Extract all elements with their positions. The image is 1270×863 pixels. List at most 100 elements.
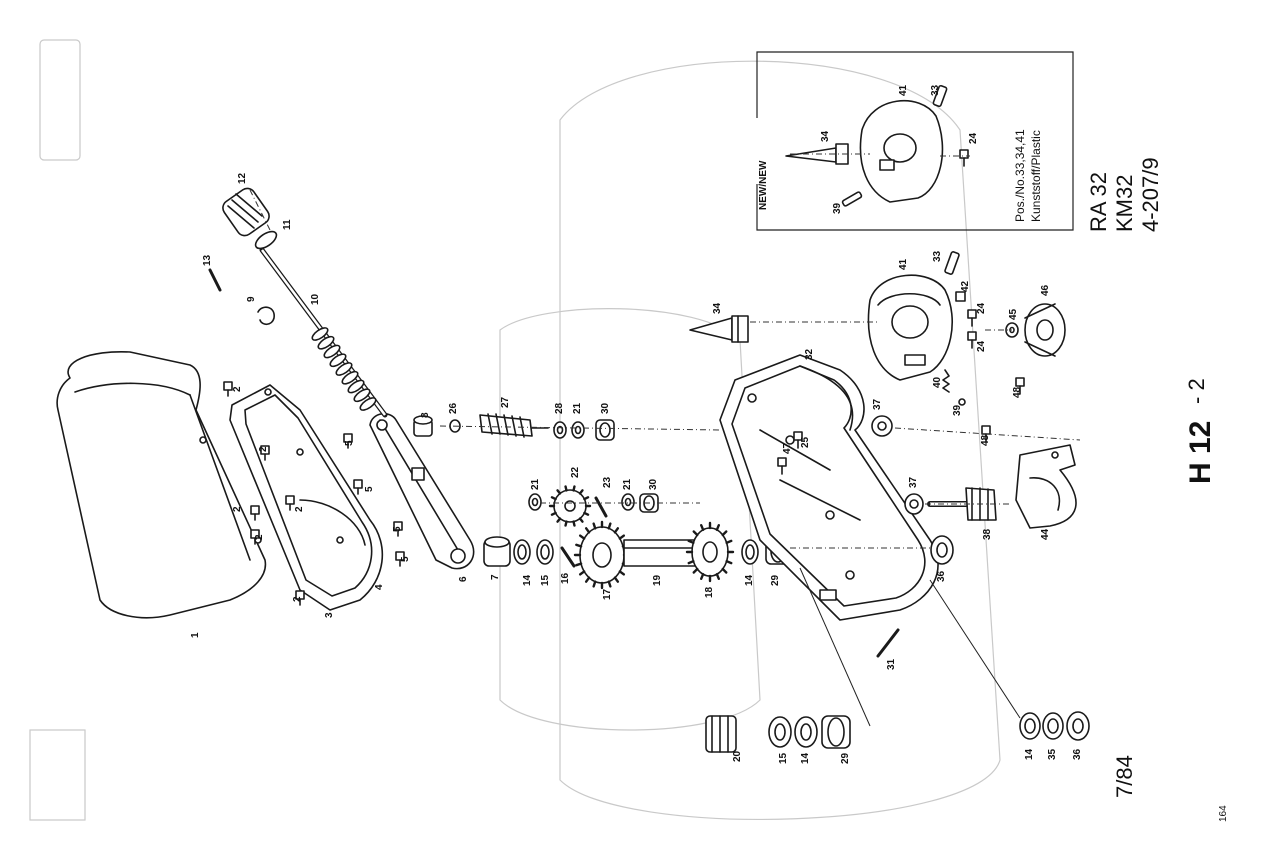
- gear-tooth: [583, 496, 590, 501]
- show-through-background: [29, 39, 1001, 821]
- inset-part-33-pin: [932, 84, 948, 108]
- part-18-gear: [685, 521, 735, 583]
- part-36-bearing-lower: [1066, 711, 1090, 741]
- part-33-pin: [944, 251, 960, 275]
- part-label-48: 48: [1012, 386, 1023, 398]
- part-label-45: 45: [1008, 308, 1019, 320]
- gear-tooth: [699, 572, 705, 580]
- part-36-bearing: [930, 535, 954, 565]
- part-label-27: 27: [500, 396, 511, 408]
- part-44-bracket: [1015, 444, 1077, 529]
- part-label-2: 2: [258, 446, 269, 452]
- gear-tooth: [715, 572, 721, 580]
- gear-tooth: [613, 527, 620, 534]
- part-label-2: 2: [254, 534, 265, 540]
- part-label-14: 14: [522, 574, 533, 586]
- part-41-ring-housing: [867, 274, 953, 381]
- part-label-29: 29: [840, 752, 851, 764]
- part-label-33: 33: [930, 84, 941, 96]
- part-label-26: 26: [448, 402, 459, 414]
- part-label-33: 33: [932, 250, 943, 262]
- part-label-15: 15: [778, 752, 789, 764]
- gear-tooth: [584, 527, 591, 534]
- gear-tooth: [550, 496, 557, 501]
- model-line-3: 4-207/9: [1138, 157, 1163, 232]
- part-label-9: 9: [246, 296, 257, 302]
- gear-tooth: [687, 539, 695, 545]
- part-label-11: 11: [282, 219, 293, 230]
- part-42-spacer: [955, 291, 966, 302]
- worm-thread: [311, 327, 329, 341]
- part-label-36: 36: [936, 570, 947, 582]
- worm-thread: [335, 362, 353, 376]
- part-30-bushing-upper: [595, 419, 615, 441]
- inset-new-version: [752, 51, 1074, 231]
- part-label-14: 14: [744, 574, 755, 586]
- part-label-29: 29: [770, 574, 781, 586]
- gear-tooth: [564, 485, 568, 492]
- sheet-code-sub: - 2: [1184, 378, 1209, 404]
- gear-tooth: [692, 530, 699, 537]
- gear-tooth: [556, 489, 562, 495]
- part-34-blade: [689, 315, 749, 343]
- part-label-38: 38: [982, 528, 993, 540]
- gear-tooth: [725, 539, 733, 545]
- gear-tooth: [550, 511, 557, 516]
- part-21-washer-middle-b: [621, 493, 635, 511]
- date-stamp: 7/84: [1112, 755, 1137, 798]
- part-5-screws: [343, 433, 405, 567]
- worm-thread: [323, 344, 341, 359]
- gear-tooth: [592, 522, 597, 530]
- gear-tooth: [564, 520, 568, 527]
- part-label-19: 19: [652, 574, 663, 586]
- part-14-ring-b: [741, 539, 759, 565]
- part-label-35: 35: [1047, 748, 1058, 760]
- part-label-37: 37: [872, 398, 883, 410]
- part-label-14: 14: [1024, 748, 1035, 760]
- part-label-37: 37: [908, 476, 919, 488]
- part-label-13: 13: [202, 254, 213, 266]
- part-label-36: 36: [1072, 748, 1083, 760]
- part-label-2: 2: [232, 386, 243, 392]
- part-label-10: 10: [310, 293, 321, 305]
- part-label-30: 30: [600, 402, 611, 414]
- part-15-ring-lower: [768, 716, 792, 748]
- model-block: RA 32 KM32 4-207/9: [1086, 157, 1163, 232]
- model-line-1: RA 32: [1086, 172, 1111, 232]
- part-label-5: 5: [344, 440, 355, 446]
- part-label-32: 32: [804, 348, 815, 360]
- gear-tooth: [721, 567, 728, 574]
- part-label-24: 24: [976, 340, 987, 352]
- gear-tooth: [578, 534, 586, 540]
- page-number: 164: [1218, 805, 1229, 822]
- part-label-22: 22: [570, 466, 581, 478]
- gear-tooth: [721, 530, 728, 537]
- part-label-5: 5: [364, 486, 375, 492]
- part-label-3: 3: [324, 612, 335, 618]
- part-12-pinion: [222, 187, 270, 237]
- part-label-2: 2: [294, 506, 305, 512]
- part-label-46: 46: [1040, 284, 1051, 296]
- part-label-7: 7: [490, 574, 501, 580]
- gear-tooth: [613, 576, 620, 583]
- part-45-washer: [1005, 322, 1019, 338]
- part-label-2: 2: [292, 596, 303, 602]
- worm-thread: [359, 397, 377, 411]
- part-28-washer: [553, 421, 567, 439]
- inset-note-line1: Pos./No.33,34,41: [1013, 129, 1027, 222]
- part-label-12: 12: [237, 172, 248, 184]
- part-label-21: 21: [572, 402, 583, 414]
- sheet-code-main: H 12: [1184, 421, 1217, 484]
- part-label-14: 14: [800, 752, 811, 764]
- part-label-34: 34: [820, 130, 831, 142]
- gear-tooth: [575, 543, 583, 548]
- part-21-washer-upper: [571, 421, 585, 439]
- part-label-6: 6: [458, 576, 469, 582]
- part-40-spring: [942, 369, 950, 393]
- part-label-40: 40: [932, 376, 943, 388]
- part-22-gear: [548, 485, 592, 527]
- part-label-28: 28: [554, 402, 565, 414]
- part-31-pin: [876, 628, 900, 658]
- gear-tooth: [592, 580, 597, 588]
- part-label-2: 2: [232, 506, 243, 512]
